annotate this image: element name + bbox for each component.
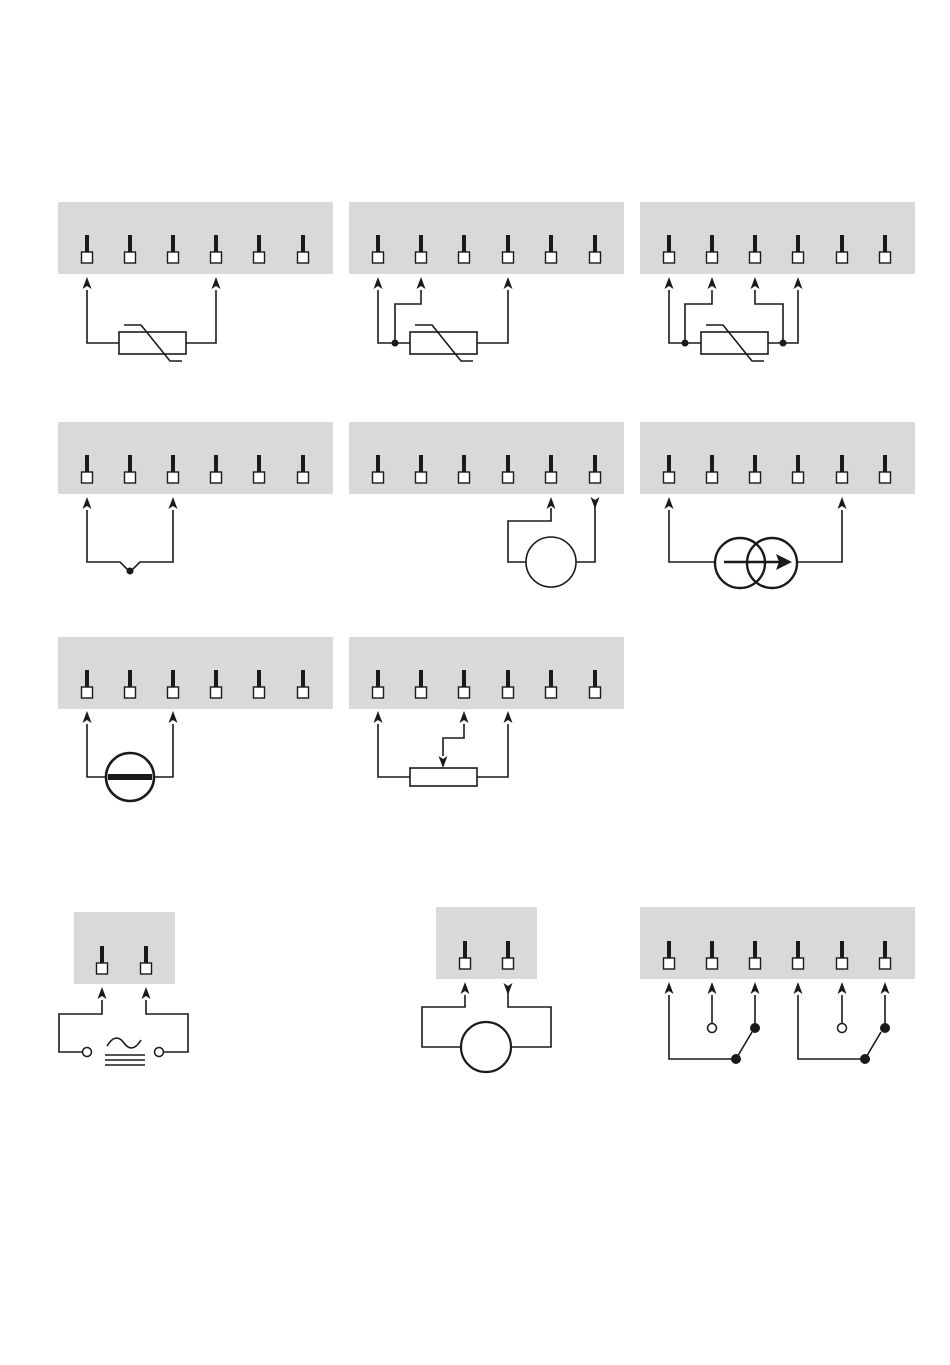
panel-dc-output xyxy=(422,907,551,1072)
terminal-strip xyxy=(349,637,624,709)
thermistor-resistor-icon xyxy=(83,277,221,361)
panel-relays xyxy=(640,907,915,1064)
terminal-strip xyxy=(58,637,333,709)
current-source-icon xyxy=(665,497,847,588)
thermistor-resistor-icon xyxy=(665,277,803,361)
thermocouple-junction-icon xyxy=(83,497,178,575)
thermistor-resistor-icon xyxy=(374,277,513,361)
ac-power-supply-icon xyxy=(59,987,188,1065)
terminal-strip xyxy=(640,422,915,494)
terminal-strip xyxy=(349,202,624,274)
panel-mv-source xyxy=(58,637,333,801)
output-load-icon xyxy=(422,982,551,1072)
panel-rtd-4wire xyxy=(640,202,915,361)
panel-thermocouple xyxy=(58,422,333,575)
panel-rtd-2wire xyxy=(58,202,333,361)
relay-switch-icon xyxy=(665,982,891,1064)
panel-voltage-source xyxy=(349,422,624,587)
voltage-source-icon xyxy=(508,497,600,587)
panel-ac-power xyxy=(59,912,188,1065)
panel-current-source xyxy=(640,422,915,588)
terminal-strip xyxy=(349,422,624,494)
terminal-strip xyxy=(58,422,333,494)
terminal-strip xyxy=(74,912,175,984)
panel-potentiometer xyxy=(349,637,624,786)
terminal-strip xyxy=(640,907,915,979)
potentiometer-icon xyxy=(374,711,513,786)
millivolt-source-icon xyxy=(83,711,178,801)
panel-rtd-3wire xyxy=(349,202,624,361)
terminal-strip xyxy=(436,907,537,979)
terminal-strip xyxy=(58,202,333,274)
terminal-strip xyxy=(640,202,915,274)
